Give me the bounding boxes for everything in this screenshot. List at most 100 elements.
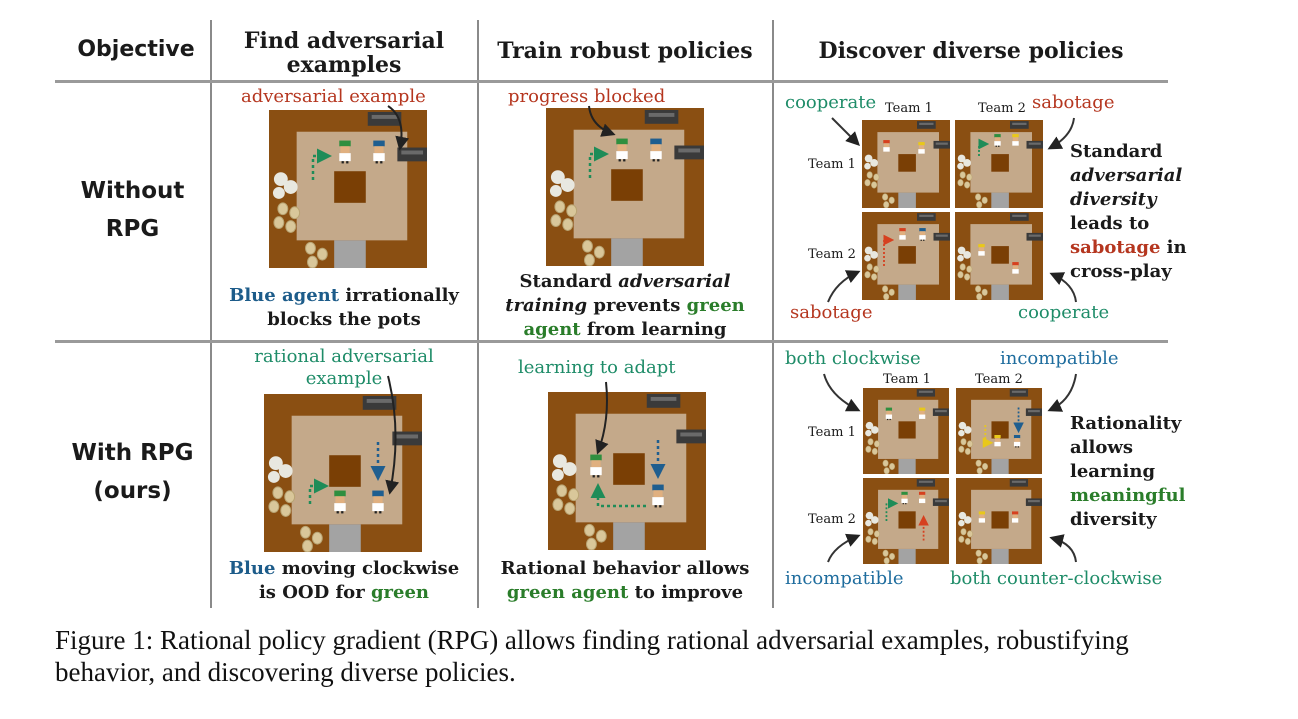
caption-r1c1: Blue agent irrationally blocks the pots [212,284,476,332]
caption-r2c1-line2: is OOD for green [212,581,476,605]
side-r2-line5: diversity [1070,509,1157,530]
mini-scene-r2-tr [956,388,1042,474]
team2-left-r2: Team 2 [808,512,856,527]
caption-r1c2-green: green [686,295,745,316]
caption-r1c2-line3: agent from learning [479,318,771,342]
caption-r2c1: Blue moving clockwise is OOD for green [212,557,476,605]
side-text-r2: Rationality allows learning meaningful d… [1070,412,1185,532]
caption-r1c2: Standard adversarial training prevents g… [479,270,771,342]
side-r1-line1: Standard [1070,141,1163,162]
row-label-without-rpg: Without RPG [55,172,210,248]
annotation-both-counter-clockwise: both counter-clockwise [950,568,1163,589]
annotation-cooperate-top: cooperate [785,92,877,113]
side-r2-line3: learning [1070,461,1156,482]
caption-r1c2-standard: Standard [519,271,619,292]
caption-r1c1-rest: irrationally [339,285,459,306]
annotation-r2c1-line2: example [305,368,383,389]
caption-r1c2-agent: agent [523,319,581,340]
side-r1-line3: diversity [1070,188,1187,212]
row-rule [55,340,1168,343]
side-r2-line2: allows [1070,437,1133,458]
team1-top-r2: Team 1 [883,372,931,387]
caption-r2c2: Rational behavior allows green agent to … [479,557,771,605]
row-label-with-rpg: With RPG (ours) [55,434,210,510]
caption-r1c2-adversarial: adversarial [618,271,731,292]
arrows-r1c3 [827,117,1077,303]
header-find-line1: Find adversarial [243,28,445,54]
side-r1-adversarial: adversarial [1070,165,1183,186]
annotation-adversarial-example: adversarial example [241,86,426,107]
header-discover-diverse: Discover diverse policies [818,38,1124,64]
header-objective: Objective [77,37,195,62]
side-r1-sabotage: sabotage [1070,237,1161,258]
figure-caption-line2: behavior, and discovering diverse polici… [55,657,516,687]
mini-scene-r1-tr [955,120,1043,208]
annotation-progress-blocked: progress blocked [508,86,666,107]
row-label-without-line1: Without [80,178,185,204]
side-text-r1: Standard adversarial diversity leads to … [1070,140,1187,284]
caption-r1c1-line2: blocks the pots [267,309,421,330]
caption-r2c2-improve: to improve [628,582,744,603]
team1-left-r1: Team 1 [808,157,856,172]
arrow-r2c1 [385,375,400,495]
row-label-with-line1: With RPG [71,440,194,466]
team1-top-r1: Team 1 [885,101,933,116]
side-r1-line5: sabotage in [1070,236,1187,260]
row-label-without-line2: RPG [105,216,160,242]
annotation-cooperate-bottom: cooperate [1018,302,1110,323]
figure-caption-line1: Figure 1: Rational policy gradient (RPG)… [55,625,1129,655]
caption-blue-agent: Blue agent [229,285,340,306]
team2-left-r1: Team 2 [808,247,856,262]
side-r2-line1: Rationality [1070,413,1182,434]
caption-r2c2-green-agent: green agent [506,582,629,603]
kitchen-scene-r2c1 [263,394,423,552]
kitchen-scene-r1c1 [268,110,428,268]
side-r1-diversity: diversity [1070,189,1157,210]
header-find-line2: examples [286,52,402,78]
mini-scene-r1-bl [862,212,950,300]
caption-r1c2-from-learning: from learning [580,319,727,340]
column-divider-2 [477,20,479,608]
annotation-rational-adversarial-example: rational adversarial example [212,346,476,390]
caption-r1c2-training: training [505,295,588,316]
header-rule [55,80,1168,83]
arrow-r1c1 [387,105,410,151]
side-r1-in: in [1160,237,1187,258]
arrows-r2c3 [823,373,1077,563]
annotation-sabotage-top: sabotage [1032,92,1115,113]
caption-r2c1-blue: Blue [228,558,276,579]
mini-scene-r2-bl [863,478,949,564]
team2-top-r1: Team 2 [978,101,1026,116]
annotation-sabotage-bottom: sabotage [790,302,873,323]
figure-caption: Figure 1: Rational policy gradient (RPG)… [55,624,1285,688]
caption-r2c1-moving: moving clockwise [275,558,460,579]
side-r2-meaningful: meaningful [1070,485,1186,506]
arrow-r2c2 [595,381,609,455]
caption-r2c1-green: green [370,582,430,603]
kitchen-scene-r2c2 [547,392,707,550]
caption-r2c1-line1: Blue moving clockwise [212,557,476,581]
annotation-learning-to-adapt: learning to adapt [518,357,676,378]
caption-r2c2-line2: green agent to improve [479,581,771,605]
kitchen-scene-r1c2 [545,108,705,266]
header-train-robust: Train robust policies [497,38,753,64]
annotation-r2c1-line1: rational adversarial [254,346,434,367]
column-divider-1 [210,20,212,608]
column-divider-3 [772,20,774,608]
arrow-r1c2 [588,105,616,137]
caption-r2c1-ood: is OOD for [258,582,371,603]
side-r1-line6: cross-play [1070,261,1172,282]
team2-top-r2: Team 2 [975,372,1023,387]
annotation-incompatible-top: incompatible [1000,348,1119,369]
caption-r1c1-line1: Blue agent irrationally [212,284,476,308]
header-find-adversarial: Find adversarial examples [212,29,476,77]
annotation-incompatible-bottom: incompatible [785,568,904,589]
caption-r1c2-line2: training prevents green [479,294,771,318]
caption-r2c2-line1: Rational behavior allows [500,558,750,579]
team1-left-r2: Team 1 [808,425,856,440]
side-r1-line4: leads to [1070,213,1150,234]
row-label-with-line2: (ours) [93,478,172,504]
annotation-both-clockwise: both clockwise [785,348,921,369]
caption-r1c2-prevents: prevents [587,295,687,316]
side-r1-line2: adversarial [1070,164,1187,188]
